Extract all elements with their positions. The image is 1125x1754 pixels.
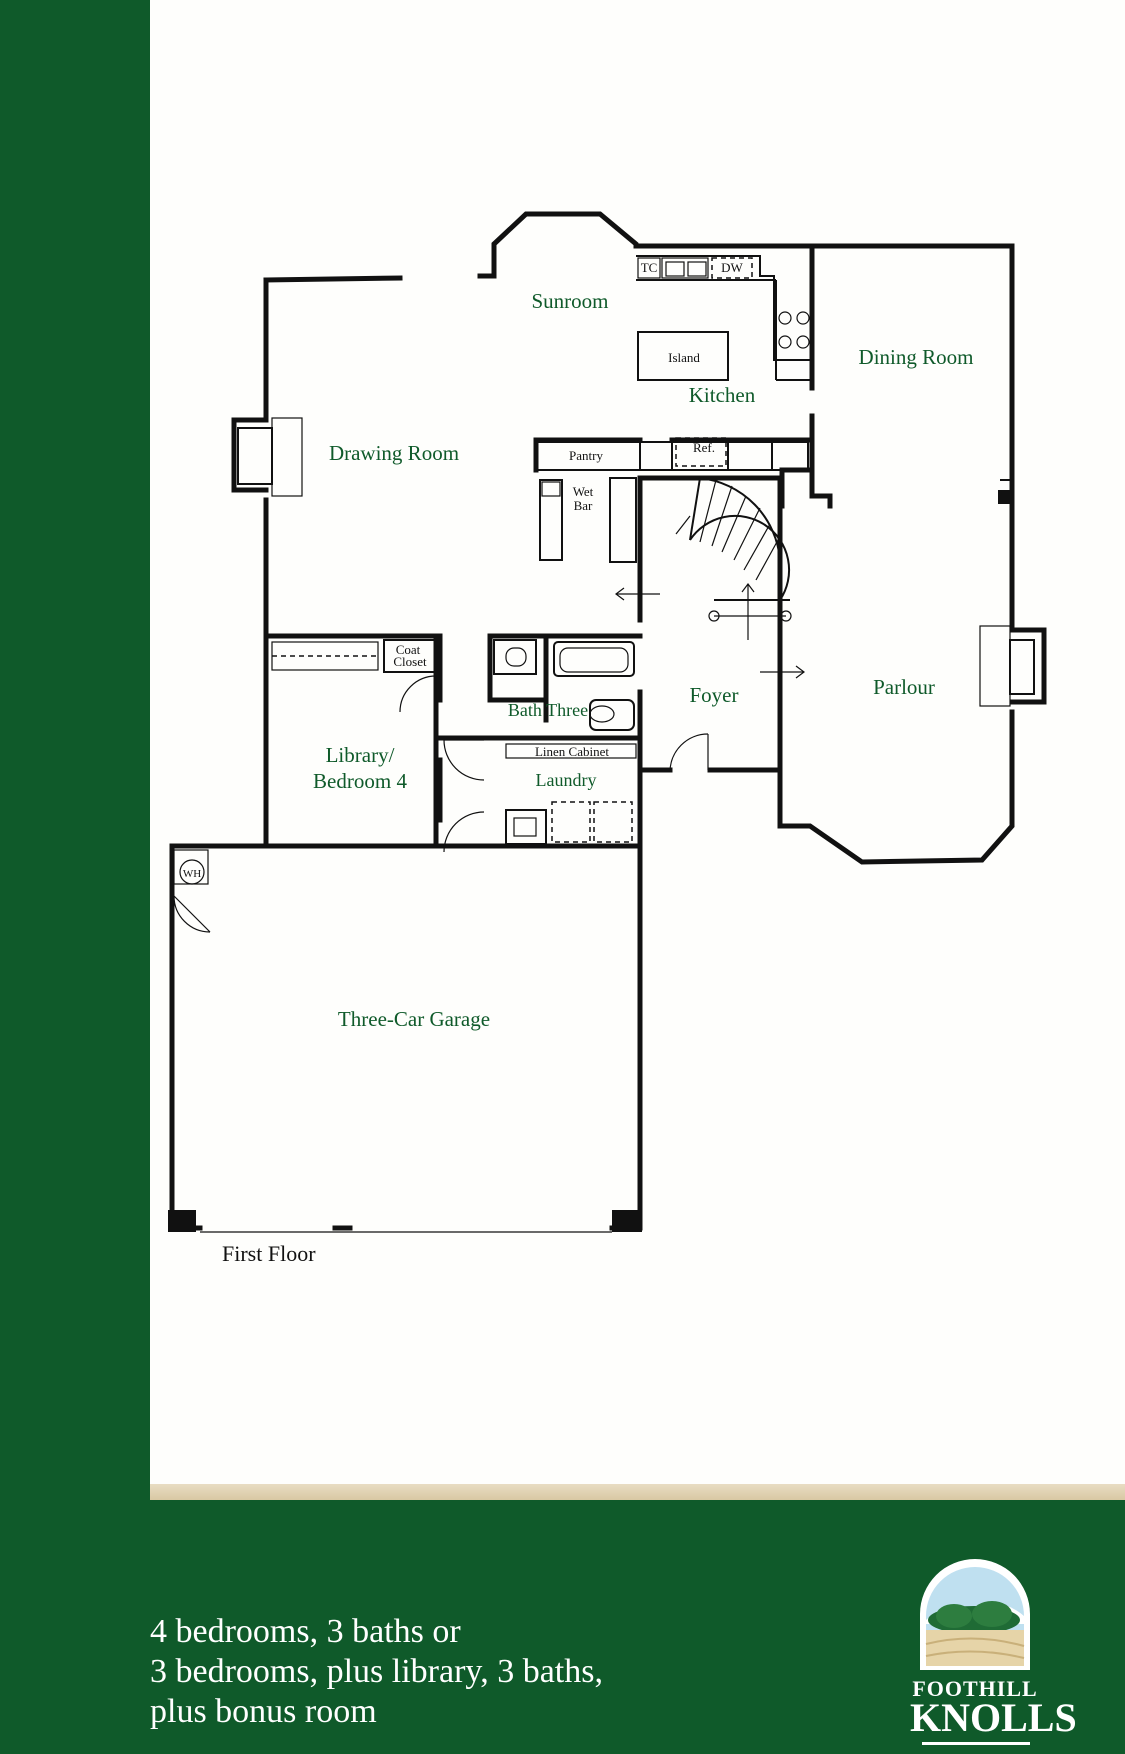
- label-library: Library/: [326, 743, 395, 767]
- fixtures: [173, 639, 637, 885]
- doors: [173, 675, 709, 933]
- left-green-band: [0, 0, 150, 1754]
- label-refrigerator: Ref.: [693, 440, 715, 455]
- label-dining-room: Dining Room: [859, 345, 974, 369]
- label-laundry: Laundry: [536, 770, 597, 790]
- home-summary: 4 bedrooms, 3 baths or 3 bedrooms, plus …: [150, 1612, 603, 1732]
- logo-foothill: FOOTHILL: [912, 1676, 1038, 1701]
- floor-plan: Sunroom Kitchen Island Dining Room Drawi…: [168, 211, 1047, 1233]
- label-dishwasher: DW: [721, 260, 743, 275]
- summary-line-2: 3 bedrooms, plus library, 3 baths,: [150, 1653, 603, 1690]
- label-drawing-room: Drawing Room: [329, 441, 459, 465]
- label-pantry: Pantry: [569, 448, 603, 463]
- label-bath-three: Bath Three: [508, 700, 588, 720]
- label-wet: Wet: [573, 484, 594, 499]
- kitchen-counters: [535, 255, 812, 563]
- label-sunroom: Sunroom: [531, 289, 608, 313]
- interior-walls: [263, 243, 1012, 849]
- summary-line-3: plus bonus room: [150, 1693, 377, 1730]
- fireplace-parlour: [979, 625, 1047, 707]
- label-closet: Closet: [393, 654, 427, 669]
- label-island: Island: [668, 350, 700, 365]
- foothill-knolls-logo: FOOTHILL KNOLLS: [910, 1558, 1077, 1748]
- label-kitchen: Kitchen: [689, 383, 756, 407]
- label-linen-cabinet: Linen Cabinet: [535, 744, 609, 759]
- fireplace-drawing-room: [231, 417, 303, 497]
- logo-underline: [922, 1742, 1030, 1745]
- label-trash-compactor: TC: [641, 260, 658, 275]
- label-three-car-garage: Three-Car Garage: [338, 1007, 490, 1031]
- label-bar: Bar: [574, 498, 593, 513]
- paper-edge: [150, 1484, 1125, 1500]
- summary-line-1: 4 bedrooms, 3 baths or: [150, 1613, 461, 1650]
- circulation-arrows: [615, 587, 805, 679]
- label-parlour: Parlour: [873, 675, 935, 699]
- logo-emblem: [920, 1559, 1030, 1670]
- floor-label: First Floor: [222, 1241, 316, 1266]
- logo-knolls: KNOLLS: [910, 1695, 1077, 1740]
- label-coat: Coat: [396, 642, 421, 657]
- curved-staircase: [675, 477, 792, 640]
- label-water-heater: WH: [183, 868, 201, 880]
- label-foyer: Foyer: [690, 683, 739, 707]
- label-bedroom-4: Bedroom 4: [313, 769, 407, 793]
